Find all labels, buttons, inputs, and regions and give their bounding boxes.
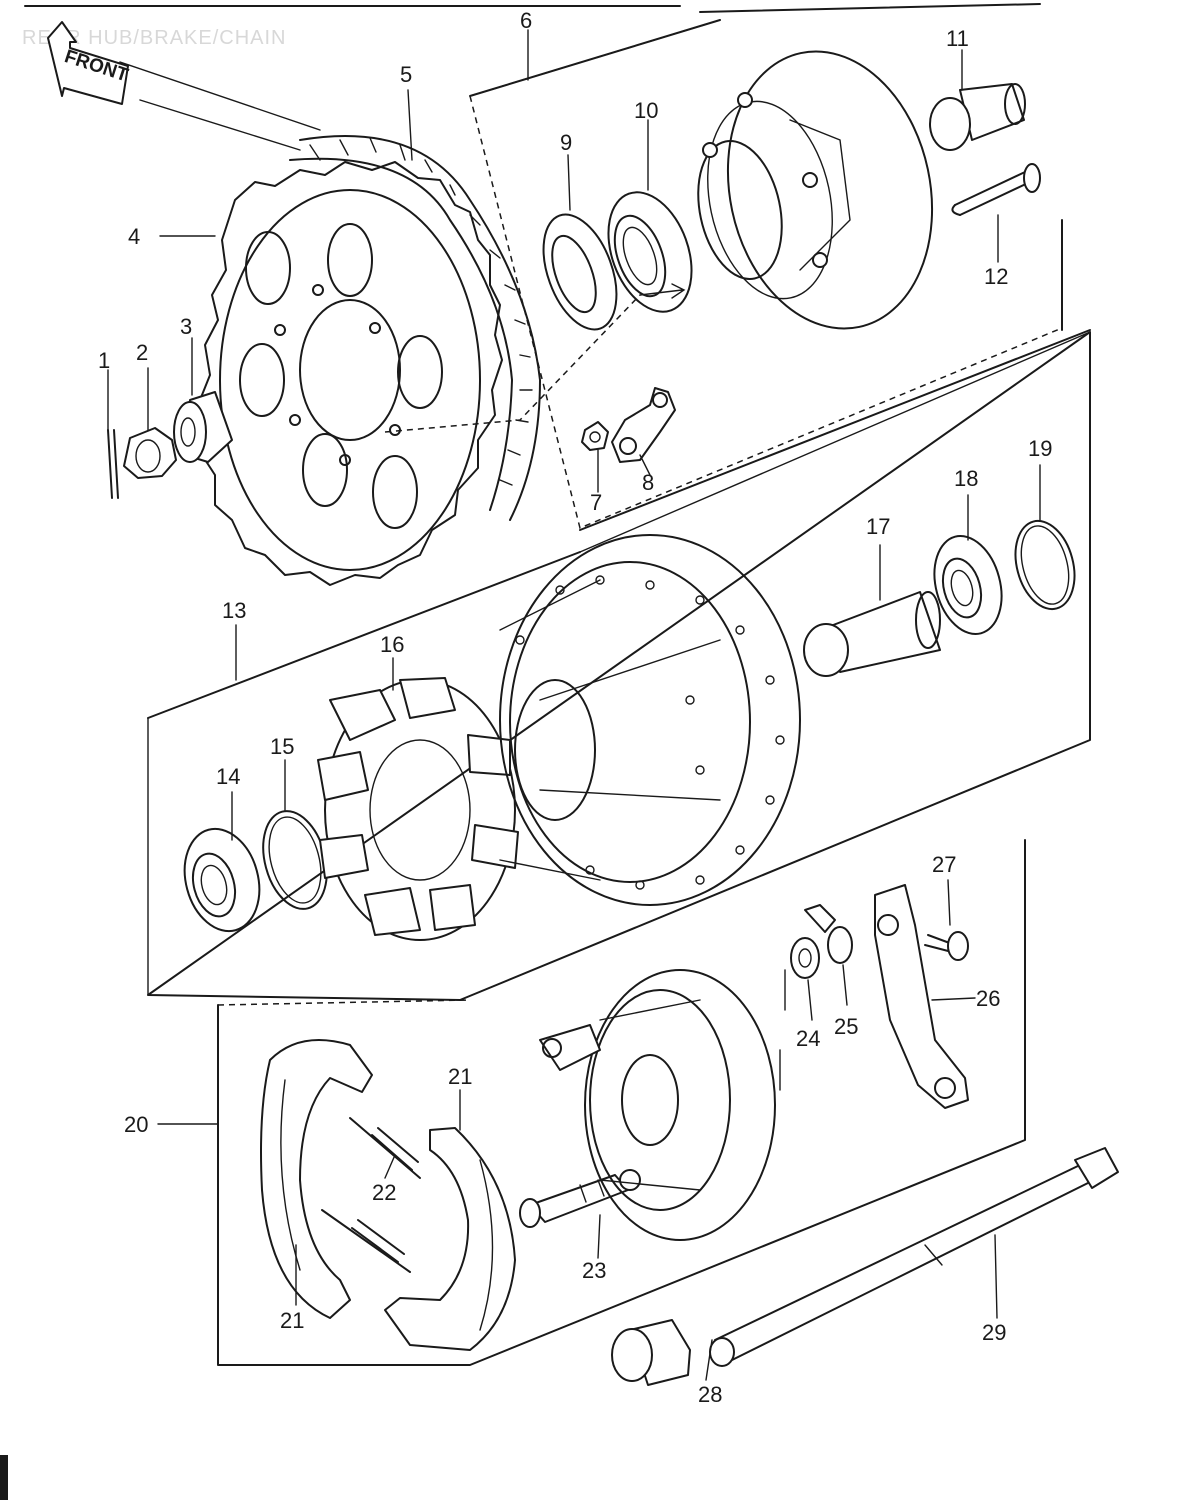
part-number-13: 13 [222,598,246,623]
brake-shoe-21b [384,1127,516,1351]
group-20-dash [217,999,471,1006]
part-number-18: 18 [954,466,978,491]
group-13-frame-top [147,331,1091,996]
part-number-8: 8 [642,470,654,495]
oil-seal-9 [542,213,618,331]
part-number-21-lower: 21 [280,1308,304,1333]
group-6-frame [469,19,1091,531]
drive-chain-5 [289,135,541,521]
brake-panel [539,969,776,1241]
part-number-16: 16 [380,632,404,657]
part-number-9: 9 [560,130,572,155]
leader-lines [107,29,1041,1381]
part-number-15: 15 [270,734,294,759]
bolt-12 [951,163,1041,216]
part-number-20: 20 [124,1112,148,1137]
group-20-frame [217,839,1026,1366]
sprocket-coupling-6 [697,50,934,330]
part-number-10: 10 [634,98,658,123]
part-number-1: 1 [98,348,110,373]
hub-damper-16 [317,677,519,941]
part-number-2: 2 [136,340,148,365]
part-number-29: 29 [982,1320,1006,1345]
rear-axle-29 [709,1147,1119,1367]
part-number-21-upper: 21 [448,1064,472,1089]
part-number-24: 24 [796,1026,820,1051]
page-edge-mark [0,1455,8,1500]
brake-spring-22 [321,1117,421,1273]
part-number-22: 22 [372,1180,396,1205]
collar-3 [173,391,233,463]
part-number-7: 7 [590,490,602,515]
diagram-title: REAR HUB/BRAKE/CHAIN [22,27,287,49]
part-number-11: 11 [946,26,969,51]
group-7-8-guide [384,294,641,433]
axle-nut-2 [123,427,177,479]
collar-11 [929,83,1026,151]
bearing-18 [933,534,1003,636]
part-number-27: 27 [932,852,956,877]
rear-hub [499,534,801,906]
bolt-27 [924,931,969,961]
collar-28 [611,1319,691,1386]
part-number-3: 3 [180,314,192,339]
washer-24 [790,937,820,979]
part-number-25: 25 [834,1014,858,1039]
spacer-17 [803,591,941,677]
group-7-8-arrow [639,283,686,299]
circlip-19 [1014,519,1076,611]
nut-7 [581,421,609,451]
part-number-12: 12 [984,264,1008,289]
part-number-28: 28 [698,1382,722,1407]
part-number-19: 19 [1028,436,1052,461]
rear-sprocket-4 [199,161,503,586]
part-number-5: 5 [400,62,412,87]
part-number-6: 6 [520,8,532,33]
top-border-line [24,3,1041,13]
part-number-4: 4 [128,224,140,249]
bearing-14 [183,827,261,933]
part-number-23: 23 [582,1258,606,1283]
cotter-pin-1 [107,429,119,499]
part-number-17: 17 [866,514,890,539]
axle-guide-line [119,61,321,151]
chain-adjuster-8 [611,387,676,463]
brake-shoe-21a [260,1039,373,1319]
part-number-26: 26 [976,986,1000,1011]
brake-camshaft-23 [519,1174,629,1228]
bearing-10 [607,191,693,313]
part-number-14: 14 [216,764,240,789]
seal-25 [804,904,853,964]
brake-lever-26 [874,884,969,1109]
